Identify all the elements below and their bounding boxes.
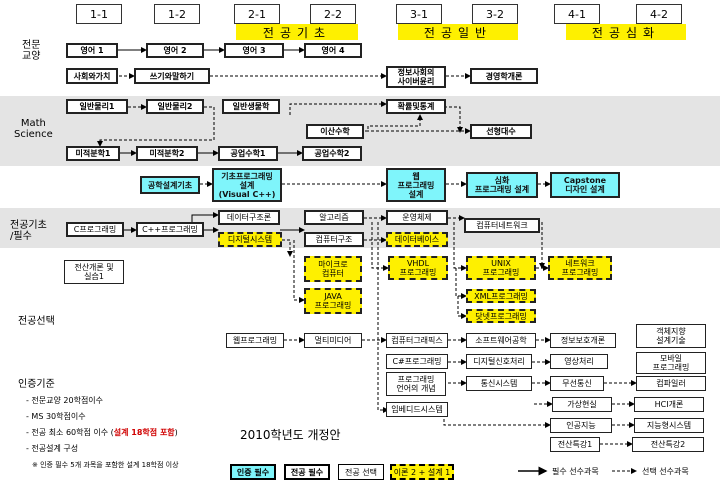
design-credit-close: ) bbox=[174, 428, 178, 437]
course-comm[interactable]: 통신시스템 bbox=[466, 376, 532, 391]
course-eng3[interactable]: 영어 3 bbox=[224, 43, 284, 58]
year-1-1: 1-1 bbox=[76, 4, 122, 24]
course-webdesign[interactable]: 웹 프로그래밍 설계 bbox=[386, 168, 446, 202]
course-micro[interactable]: 마이크로 컴퓨터 bbox=[304, 256, 362, 282]
course-engdesign[interactable]: 공학설계기초 bbox=[140, 176, 200, 194]
certification-item-4: - 전공설계 구성 bbox=[26, 444, 79, 453]
certification-footnote: ※ 인증 필수 5개 과목을 포함한 설계 18학점 이상 bbox=[32, 461, 179, 469]
course-engmath1[interactable]: 공업수학1 bbox=[218, 146, 278, 161]
course-csharp[interactable]: C#프로그래밍 bbox=[386, 354, 448, 369]
course-xml[interactable]: XML프로그래밍 bbox=[466, 289, 536, 303]
course-langconcept[interactable]: 프로그래밍 언어의 개념 bbox=[386, 372, 446, 396]
course-comparch[interactable]: 컴퓨터구조 bbox=[304, 232, 364, 247]
course-webprog[interactable]: 웹프로그래밍 bbox=[226, 333, 284, 348]
certification-item-3: - 전공 최소 60학점 이수 (설계 18학점 포함) bbox=[26, 428, 178, 438]
certification-item-3-text: - 전공 최소 60학점 이수 ( bbox=[26, 428, 114, 437]
course-phys2[interactable]: 일반물리2 bbox=[146, 99, 204, 114]
course-database[interactable]: 데이터베이스 bbox=[386, 232, 448, 247]
category-elective: 전공선택 bbox=[18, 316, 55, 327]
course-bio[interactable]: 일반생물학 bbox=[222, 99, 280, 114]
course-hci[interactable]: HCI개론 bbox=[634, 397, 704, 412]
course-calc1[interactable]: 미적분학1 bbox=[66, 146, 120, 161]
course-mobile[interactable]: 모바일 프로그래밍 bbox=[636, 352, 706, 374]
course-oodesign[interactable]: 객체지향 설계기술 bbox=[636, 324, 706, 348]
certification-title: 인증기준 bbox=[18, 379, 55, 390]
course-prob[interactable]: 확률및통계 bbox=[386, 99, 446, 114]
legend-cert-required: 인증 필수 bbox=[230, 464, 276, 480]
legend-elective-prereq: 선택 선수과목 bbox=[642, 467, 689, 476]
design-credit-text: 설계 18학점 포함 bbox=[113, 428, 175, 437]
course-advprog[interactable]: 심화 프로그래밍 설계 bbox=[466, 172, 538, 198]
year-4-2: 4-2 bbox=[636, 4, 682, 24]
course-infoethics[interactable]: 정보사회의 사이버윤리 bbox=[386, 66, 446, 88]
course-compiler[interactable]: 컴파일러 bbox=[636, 376, 706, 391]
course-eng2[interactable]: 영어 2 bbox=[146, 43, 204, 58]
course-swe[interactable]: 소프트웨어공학 bbox=[466, 333, 536, 348]
course-social[interactable]: 사회와가치 bbox=[66, 68, 118, 84]
course-calc2[interactable]: 미적분학2 bbox=[136, 146, 198, 161]
course-special1[interactable]: 전산특강1 bbox=[550, 437, 600, 452]
course-infosec[interactable]: 정보보호개론 bbox=[550, 333, 616, 348]
year-3-1: 3-1 bbox=[396, 4, 442, 24]
course-wireless[interactable]: 무선통신 bbox=[550, 376, 604, 391]
course-unix[interactable]: UNIX 프로그래밍 bbox=[466, 256, 536, 280]
course-os[interactable]: 운영체제 bbox=[386, 210, 448, 225]
stage-general: 전공일반 bbox=[398, 24, 518, 40]
course-ai[interactable]: 인공지능 bbox=[550, 418, 612, 433]
stage-advanced: 전공심화 bbox=[566, 24, 686, 40]
course-dotnet[interactable]: 닷넷프로그래밍 bbox=[466, 309, 536, 323]
course-intro[interactable]: 전산개론 및 실습1 bbox=[64, 260, 124, 284]
course-embedded[interactable]: 임베디드시스템 bbox=[386, 402, 448, 417]
legend-design: 이론 2 + 설계 1 bbox=[390, 464, 454, 480]
course-linalg[interactable]: 선형대수 bbox=[470, 124, 532, 139]
course-graphics[interactable]: 컴퓨터그래픽스 bbox=[386, 333, 448, 348]
year-3-2: 3-2 bbox=[472, 4, 518, 24]
course-vhdl[interactable]: VHDL 프로그래밍 bbox=[388, 256, 448, 280]
certification-item-1: - 전문교양 20학점이수 bbox=[26, 396, 104, 405]
course-java[interactable]: JAVA 프로그래밍 bbox=[304, 288, 362, 314]
course-cprog[interactable]: C프로그래밍 bbox=[66, 222, 124, 237]
legend-major-elective: 전공 선택 bbox=[338, 464, 384, 480]
course-netprog[interactable]: 네트워크 프로그래밍 bbox=[548, 256, 612, 280]
certification-item-2: - MS 30학점이수 bbox=[26, 412, 86, 421]
course-special2[interactable]: 전산특강2 bbox=[632, 437, 704, 452]
course-capstone[interactable]: Capstone 디자인 설계 bbox=[550, 172, 620, 198]
category-math: Math Science bbox=[14, 118, 53, 140]
course-digital[interactable]: 디지털시스템 bbox=[218, 232, 282, 247]
stage-basic: 전공기초 bbox=[236, 24, 358, 40]
legend-major-required: 전공 필수 bbox=[284, 464, 330, 480]
course-eng4[interactable]: 영어 4 bbox=[304, 43, 362, 58]
course-management[interactable]: 경영학개론 bbox=[470, 68, 538, 84]
course-network[interactable]: 컴퓨터네트워크 bbox=[464, 218, 540, 233]
course-eng1[interactable]: 영어 1 bbox=[66, 43, 118, 58]
course-engmath2[interactable]: 공업수학2 bbox=[302, 146, 362, 161]
year-2-2: 2-2 bbox=[310, 4, 356, 24]
year-2-1: 2-1 bbox=[234, 4, 280, 24]
course-dsp[interactable]: 디지털신호처리 bbox=[466, 354, 532, 369]
course-algorithm[interactable]: 알고리즘 bbox=[304, 210, 364, 225]
course-discrete[interactable]: 이산수학 bbox=[306, 124, 364, 139]
course-multimedia[interactable]: 멀티미디어 bbox=[304, 333, 362, 348]
course-phys1[interactable]: 일반물리1 bbox=[66, 99, 128, 114]
year-4-1: 4-1 bbox=[554, 4, 600, 24]
course-writing[interactable]: 쓰기와말하기 bbox=[134, 68, 210, 84]
year-1-2: 1-2 bbox=[154, 4, 200, 24]
category-general: 전문 교양 bbox=[22, 40, 41, 62]
course-imageproc[interactable]: 영상처리 bbox=[550, 354, 608, 369]
legend-required-prereq: 필수 선수과목 bbox=[552, 467, 599, 476]
category-basic: 전공기초 /필수 bbox=[10, 220, 47, 242]
course-vr[interactable]: 가상현실 bbox=[552, 397, 612, 412]
course-basicprog[interactable]: 기초프로그래밍 설계 (Visual C++) bbox=[212, 168, 282, 202]
course-cppprog[interactable]: C++프로그래밍 bbox=[136, 222, 204, 237]
course-datastruct[interactable]: 데이터구조론 bbox=[218, 210, 280, 225]
course-intsys[interactable]: 지능형시스템 bbox=[634, 418, 704, 433]
revision-title: 2010학년도 개정안 bbox=[240, 428, 341, 442]
